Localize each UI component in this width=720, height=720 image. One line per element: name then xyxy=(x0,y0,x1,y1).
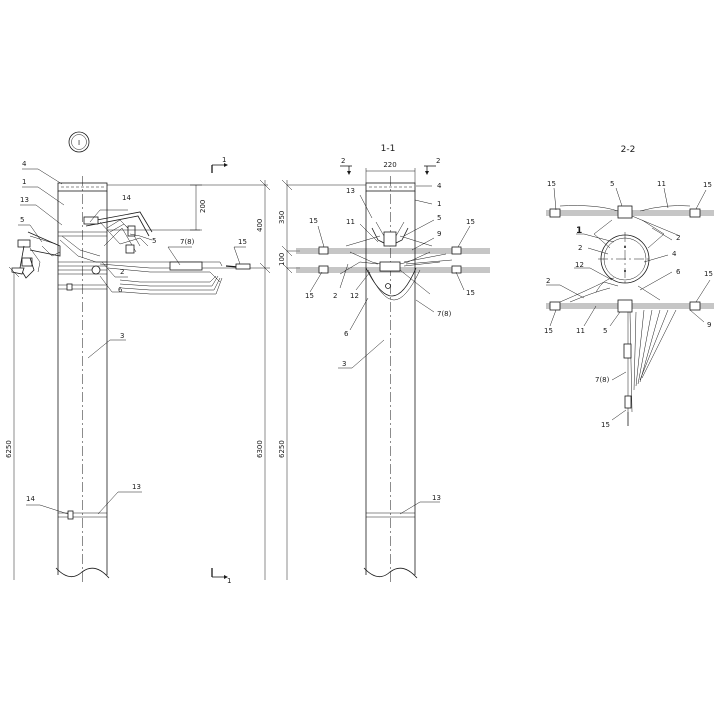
svg-text:11: 11 xyxy=(657,180,666,188)
svg-text:11: 11 xyxy=(576,327,585,335)
svg-text:1: 1 xyxy=(22,178,26,186)
svg-text:4: 4 xyxy=(672,250,677,258)
svg-text:4: 4 xyxy=(22,160,27,168)
svg-text:7(8): 7(8) xyxy=(437,310,452,318)
view-section-1-1: 1-1 2 2 xyxy=(278,144,490,585)
svg-text:6300: 6300 xyxy=(256,440,264,458)
svg-text:100: 100 xyxy=(278,253,286,266)
svg-text:3: 3 xyxy=(120,332,124,340)
svg-text:5: 5 xyxy=(610,180,614,188)
svg-text:15: 15 xyxy=(466,289,475,297)
plan-crossarm-lower xyxy=(546,277,714,426)
section-arrow-2-right: 2 xyxy=(424,157,440,175)
cable-bundle-1 xyxy=(91,261,251,295)
svg-text:220: 220 xyxy=(383,161,396,169)
svg-text:15: 15 xyxy=(703,181,712,189)
view-marker-circle xyxy=(68,131,90,153)
svg-text:12: 12 xyxy=(350,292,359,300)
svg-text:6250: 6250 xyxy=(5,440,13,458)
plan-crossarm-upper xyxy=(546,205,714,249)
svg-text:1: 1 xyxy=(576,226,582,236)
svg-text:15: 15 xyxy=(704,270,713,278)
callouts-view-1: 4 1 13 14 5 5 7(8) 15 2 6 3 14 13 xyxy=(18,160,247,515)
svg-text:13: 13 xyxy=(132,483,141,491)
section-arrow-top: 1 xyxy=(211,156,228,173)
central-fittings xyxy=(339,221,453,301)
svg-text:12: 12 xyxy=(575,261,584,269)
svg-text:14: 14 xyxy=(122,194,131,202)
svg-text:13: 13 xyxy=(432,494,441,502)
svg-text:15: 15 xyxy=(544,327,553,335)
svg-text:11: 11 xyxy=(346,218,355,226)
svg-text:1: 1 xyxy=(227,577,231,585)
view-title: 2-2 xyxy=(621,145,636,155)
svg-text:350: 350 xyxy=(278,211,286,224)
svg-text:15: 15 xyxy=(601,421,610,429)
section-arrow-2-left: 2 xyxy=(340,157,352,175)
svg-text:15: 15 xyxy=(466,218,475,226)
svg-text:2: 2 xyxy=(578,244,582,252)
view-front-elevation: I 1 1 xyxy=(5,131,271,585)
svg-text:7(8): 7(8) xyxy=(595,376,610,384)
svg-text:5: 5 xyxy=(603,327,607,335)
svg-text:6250: 6250 xyxy=(278,440,286,458)
svg-text:15: 15 xyxy=(238,238,247,246)
svg-text:6: 6 xyxy=(118,286,123,294)
svg-text:14: 14 xyxy=(26,495,35,503)
svg-text:13: 13 xyxy=(20,196,29,204)
svg-text:400: 400 xyxy=(256,219,264,232)
svg-text:200: 200 xyxy=(199,200,207,213)
svg-text:9: 9 xyxy=(707,321,711,329)
svg-text:15: 15 xyxy=(309,217,318,225)
dimensions-view-2: 220 350 100 6250 xyxy=(278,161,416,580)
wires-upper xyxy=(296,246,490,255)
svg-text:1: 1 xyxy=(222,156,226,164)
svg-text:4: 4 xyxy=(437,182,442,190)
svg-text:1: 1 xyxy=(437,200,441,208)
left-fittings xyxy=(11,231,101,279)
svg-text:3: 3 xyxy=(342,360,346,368)
plan-pole xyxy=(598,232,652,286)
view-title: 1-1 xyxy=(381,144,396,154)
view-marker-label: I xyxy=(78,139,80,147)
svg-text:2: 2 xyxy=(546,277,550,285)
svg-text:15: 15 xyxy=(305,292,314,300)
svg-text:2: 2 xyxy=(333,292,337,300)
svg-text:5: 5 xyxy=(152,237,156,245)
svg-text:6: 6 xyxy=(676,268,681,276)
svg-text:2: 2 xyxy=(120,268,124,276)
svg-text:9: 9 xyxy=(437,230,441,238)
svg-text:2: 2 xyxy=(436,157,440,165)
svg-text:7(8): 7(8) xyxy=(180,238,195,246)
view-section-2-2: 2-2 xyxy=(544,145,714,429)
callouts-view-3: 15 5 11 15 1 2 2 4 12 6 2 15 xyxy=(544,180,713,429)
svg-text:15: 15 xyxy=(547,180,556,188)
svg-text:2: 2 xyxy=(341,157,345,165)
section-arrow-bottom: 1 xyxy=(211,568,231,585)
svg-text:2: 2 xyxy=(676,234,680,242)
dimensions-view-1: 200 400 6250 6300 xyxy=(5,179,271,580)
svg-text:5: 5 xyxy=(20,216,24,224)
bracket-upper xyxy=(83,211,153,254)
callouts-view-2: 4 1 13 11 5 9 15 15 15 15 2 12 6 xyxy=(305,182,475,515)
svg-text:6: 6 xyxy=(344,330,349,338)
svg-text:13: 13 xyxy=(346,187,355,195)
svg-text:5: 5 xyxy=(437,214,441,222)
